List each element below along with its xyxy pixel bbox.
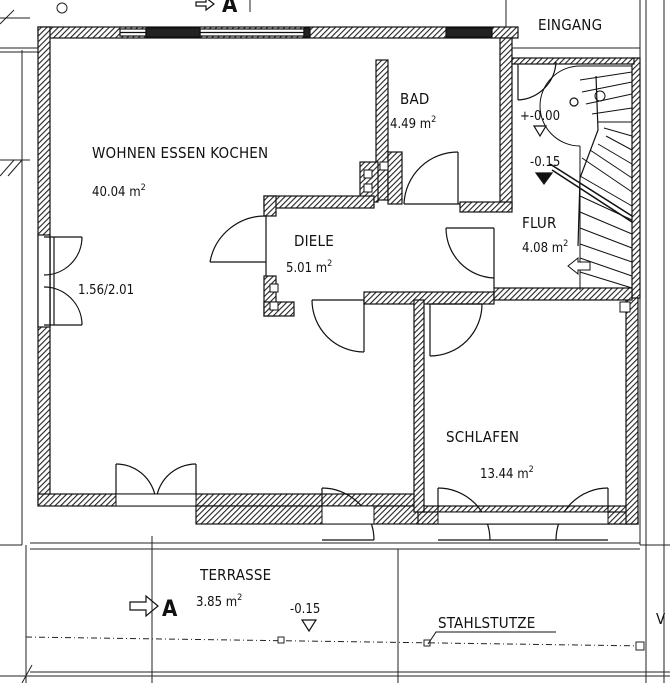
stahlstutze-leader — [427, 631, 556, 645]
room-area-terrasse: 3.85 m2 — [196, 593, 242, 610]
section-label-top: A — [222, 0, 238, 18]
staircase — [539, 65, 633, 290]
room-name-wohnen: WOHNEN ESSEN KOCHEN — [92, 144, 268, 162]
room-name-terrasse: TERRASSE — [199, 566, 271, 584]
room-name-diele: DIELE — [294, 232, 334, 250]
edge-label-v: V — [656, 610, 666, 628]
level-markers — [300, 97, 579, 633]
level-entrance: +-0.00 — [520, 109, 560, 124]
room-area-diele: 5.01 m2 — [286, 259, 332, 276]
terrace-posts — [277, 636, 645, 651]
section-label-bottom: A — [162, 597, 178, 622]
room-name-bad: BAD — [400, 90, 429, 108]
window-size-label: 1.56/2.01 — [78, 283, 134, 298]
section-marker-top — [195, 0, 215, 12]
room-name-flur: FLUR — [522, 214, 557, 232]
room-area-flur: 4.08 m2 — [522, 239, 568, 256]
walls — [37, 26, 641, 525]
labels: EINGANG A A STAHLSTUTZE V WOHNEN ESSEN K… — [78, 0, 666, 632]
room-area-bad: 4.49 m2 — [390, 115, 436, 132]
entrance-label: EINGANG — [538, 16, 602, 34]
room-area-schlafen: 13.44 m2 — [480, 465, 534, 482]
room-name-schlafen: SCHLAFEN — [446, 428, 519, 446]
level-terrasse: -0.15 — [290, 602, 320, 617]
stair-direction-arrow — [567, 256, 591, 276]
level-flur: -0.15 — [530, 155, 560, 170]
wall-voids — [269, 161, 631, 313]
stahlstutze-label: STAHLSTUTZE — [438, 614, 535, 632]
window-gaps — [115, 493, 609, 525]
room-area-wohnen: 40.04 m2 — [92, 183, 146, 200]
section-marker-bottom — [129, 594, 159, 618]
